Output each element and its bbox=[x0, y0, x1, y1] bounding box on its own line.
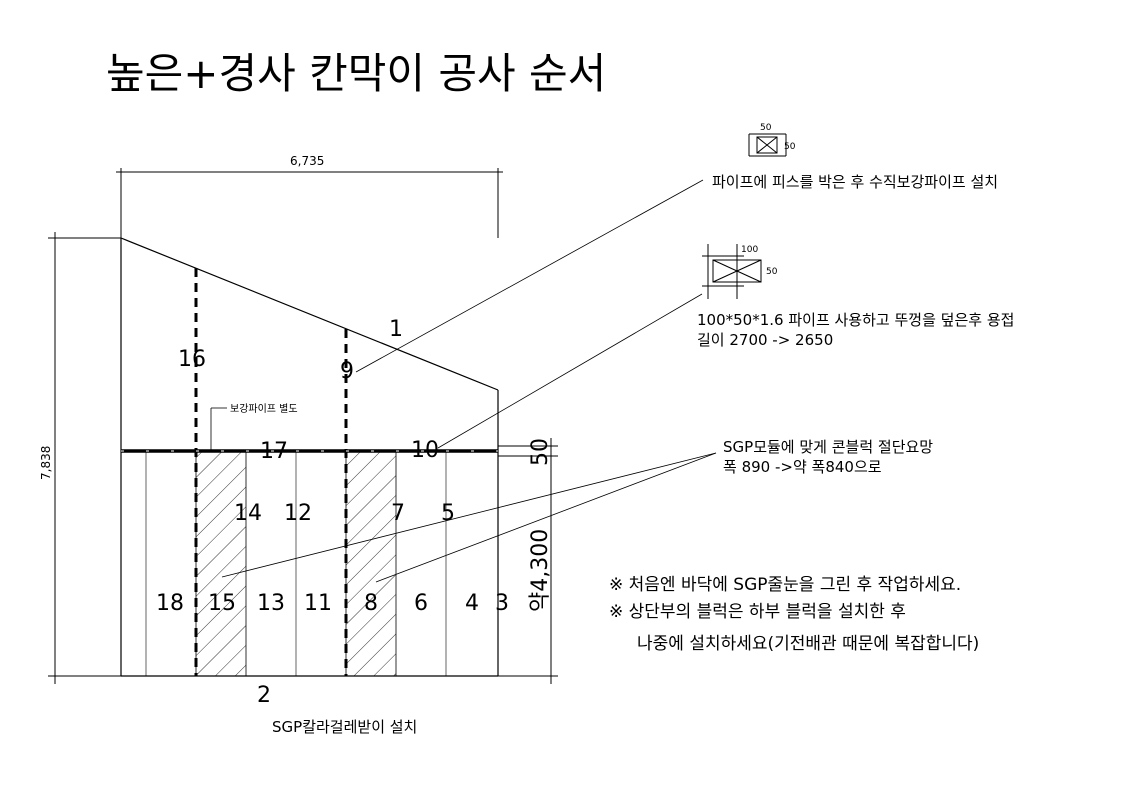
panel-number-4: 4 bbox=[465, 591, 479, 616]
panel-number-17: 17 bbox=[260, 439, 288, 464]
hatched-column-left bbox=[195, 450, 247, 677]
panel-number-13: 13 bbox=[257, 591, 285, 616]
large-pipe-note-2: 길이 2700 -> 2650 bbox=[697, 331, 833, 349]
sgp-note-2: 폭 890 ->약 폭840으로 bbox=[723, 458, 882, 476]
panel-number-3: 3 bbox=[495, 591, 509, 616]
panel-number-18: 18 bbox=[156, 591, 184, 616]
height-dimension-text: 7,838 bbox=[39, 446, 53, 480]
small-pipe-top-dim: 50 bbox=[760, 123, 772, 133]
panel-number-11: 11 bbox=[304, 591, 332, 616]
right-dimensions bbox=[498, 438, 558, 684]
width-dimension bbox=[116, 168, 503, 238]
top-band-dimension: 50 bbox=[528, 438, 553, 466]
panel-number-8: 8 bbox=[364, 591, 378, 616]
panel-number-16: 16 bbox=[178, 347, 206, 372]
lower-height-dimension: 약4,300 bbox=[528, 529, 553, 612]
sgp-note-1: SGP모듈에 맞게 콘블럭 절단요망 bbox=[723, 438, 933, 456]
sgp-leaders bbox=[221, 452, 717, 583]
lower-wall-outline bbox=[121, 451, 499, 677]
panel-number-1: 1 bbox=[389, 317, 403, 342]
panel-number-6: 6 bbox=[414, 591, 428, 616]
panel-number-15: 15 bbox=[208, 591, 236, 616]
note-line-3: 나중에 설치하세요(기전배관 때문에 복잡합니다) bbox=[637, 634, 979, 654]
panel-number-7: 7 bbox=[391, 501, 405, 526]
panel-number-5: 5 bbox=[441, 501, 455, 526]
panel-number-10: 10 bbox=[411, 438, 439, 463]
bottom-caption: SGP칼라걸레받이 설치 bbox=[272, 718, 417, 736]
small-pipe-note: 파이프에 피스를 박은 후 수직보강파이프 설치 bbox=[712, 173, 998, 191]
panel-lines bbox=[145, 451, 447, 676]
note-line-1: ※ 처음엔 바닥에 SGP줄눈을 그린 후 작업하세요. bbox=[609, 575, 961, 595]
height-dimension bbox=[48, 232, 121, 684]
page-title: 높은+경사 칸막이 공사 순서 bbox=[106, 49, 606, 98]
large-pipe-icon bbox=[702, 244, 762, 299]
panel-number-14: 14 bbox=[234, 501, 262, 526]
large-pipe-leader bbox=[437, 293, 703, 449]
reinforce-label-leader bbox=[210, 407, 227, 451]
panel-number-2: 2 bbox=[257, 683, 271, 708]
width-dimension-text: 6,735 bbox=[290, 154, 324, 168]
reinforce-pipes-dashed bbox=[194, 268, 348, 676]
small-pipe-icon bbox=[748, 133, 787, 157]
small-pipe-leader bbox=[355, 179, 704, 373]
hatched-column-right bbox=[345, 450, 397, 677]
panel-number-9: 9 bbox=[340, 359, 354, 384]
panel-number-12: 12 bbox=[284, 501, 312, 526]
large-pipe-top-dim: 100 bbox=[741, 245, 758, 255]
reinforce-pipe-label: 보강파이프 별도 bbox=[230, 403, 298, 415]
large-pipe-side-dim: 50 bbox=[766, 267, 778, 277]
large-pipe-note-1: 100*50*1.6 파이프 사용하고 뚜껑을 덮은후 용접 bbox=[697, 311, 1014, 329]
upper-wall-outline bbox=[120, 237, 499, 676]
small-pipe-side-dim: 50 bbox=[784, 142, 796, 152]
note-line-2: ※ 상단부의 블럭은 하부 블럭을 설치한 후 bbox=[609, 602, 906, 622]
